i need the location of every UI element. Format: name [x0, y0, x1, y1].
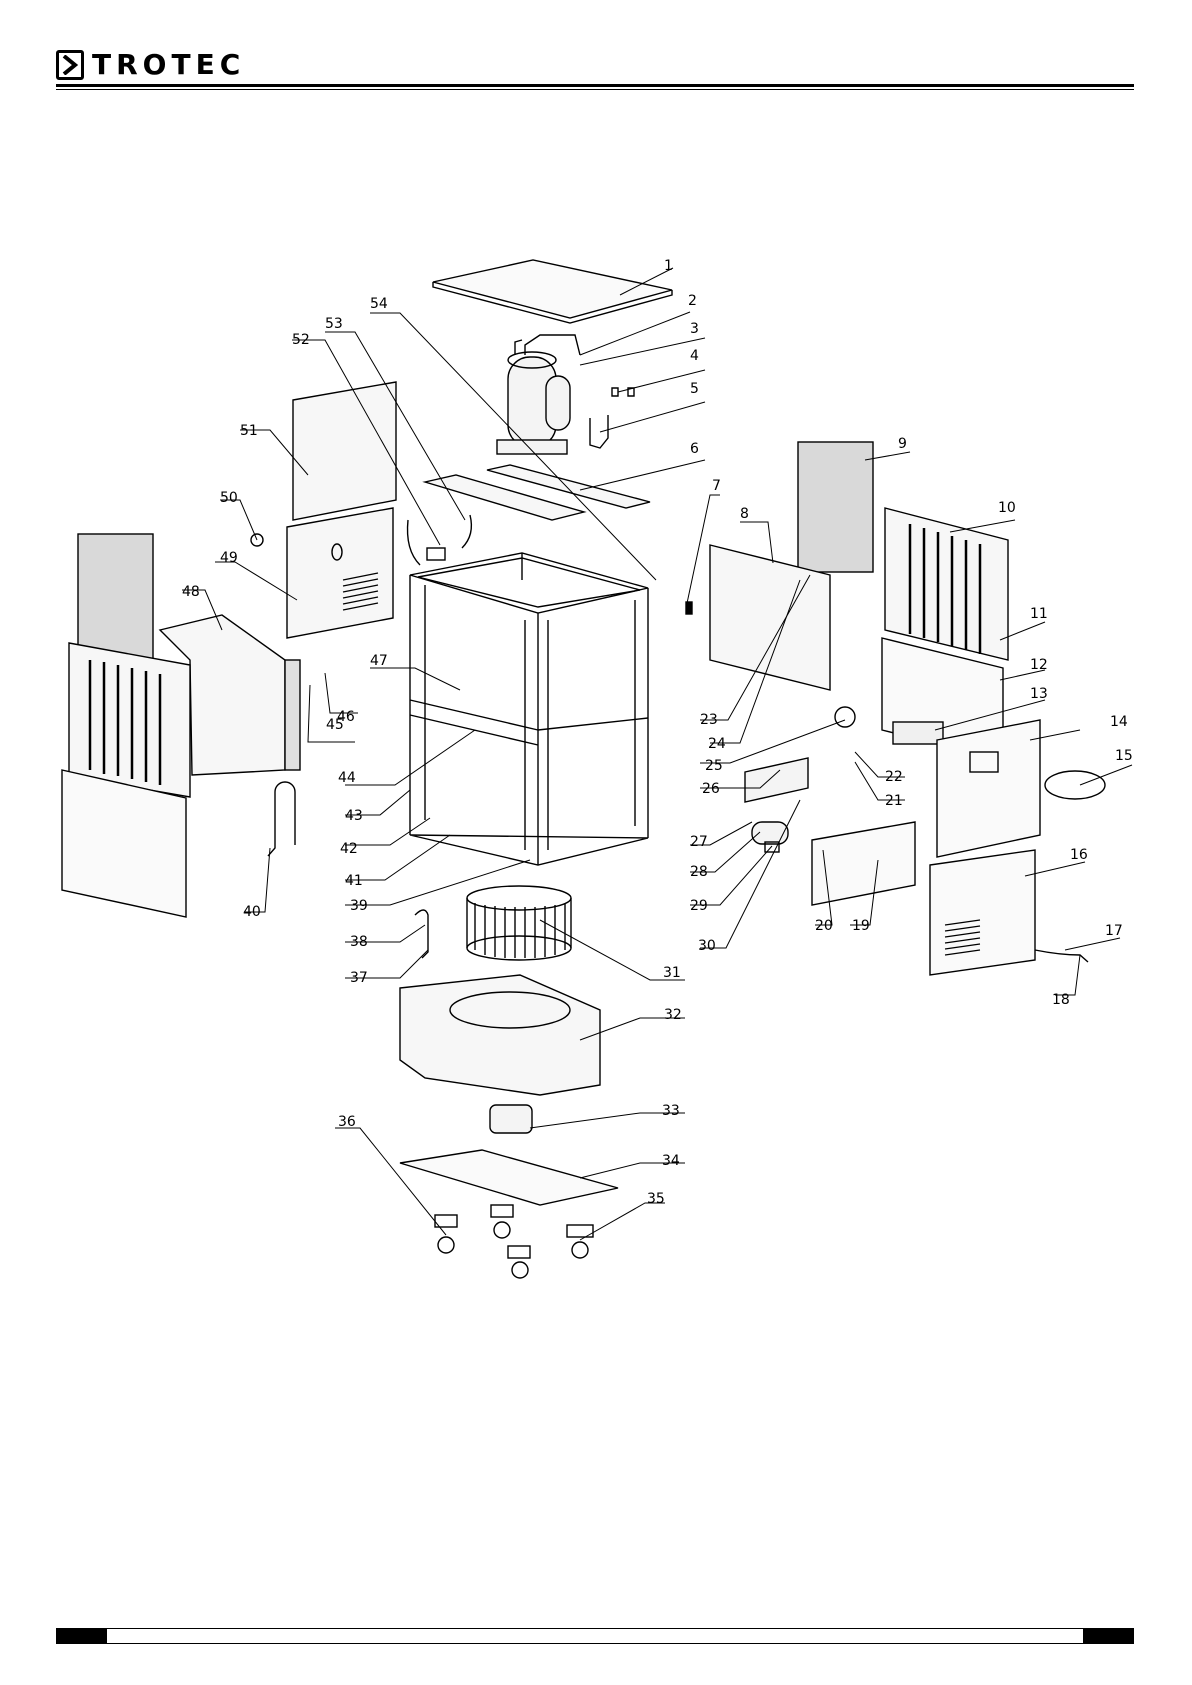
callout-label: 22 — [885, 769, 903, 785]
callout-label: 47 — [370, 653, 388, 669]
part-control-display — [1045, 771, 1105, 799]
callout-label: 32 — [664, 1007, 682, 1023]
footer-block-right — [1083, 1629, 1133, 1643]
callout-label: 25 — [705, 758, 723, 774]
footer-block-left — [57, 1629, 107, 1643]
callout-label: 8 — [740, 506, 749, 522]
callout-label: 49 — [220, 550, 238, 566]
part-grille-panel-right — [885, 508, 1008, 660]
callout-label: 33 — [662, 1103, 680, 1119]
callout-label: 17 — [1105, 923, 1123, 939]
part-drain-hose — [268, 782, 295, 856]
part-motor — [490, 1105, 532, 1133]
part-fan-housing — [400, 975, 600, 1095]
callout-label: 15 — [1115, 748, 1133, 764]
callout-label: 10 — [998, 500, 1016, 516]
part-coil — [835, 707, 855, 727]
callout-label: 54 — [370, 296, 388, 312]
part-casters — [435, 1205, 593, 1278]
callout-label: 34 — [662, 1153, 680, 1169]
callout-label: 51 — [240, 423, 258, 439]
callout-label: 27 — [690, 834, 708, 850]
callout-label: 21 — [885, 793, 903, 809]
part-hose — [408, 520, 421, 565]
part-compressor — [497, 335, 580, 454]
part-control-panel — [937, 720, 1040, 857]
callout-label: 4 — [690, 348, 699, 364]
callout-label: 7 — [712, 478, 721, 494]
callout-label: 14 — [1110, 714, 1128, 730]
part-base-plate — [400, 1150, 618, 1205]
part-drain-pipe — [415, 910, 428, 958]
callout-label: 16 — [1070, 847, 1088, 863]
page-footer — [56, 1628, 1134, 1644]
callout-label: 3 — [690, 321, 699, 337]
part-filter-mesh-left — [78, 534, 153, 659]
callout-label: 53 — [325, 316, 343, 332]
part-frame — [410, 553, 648, 865]
part-board — [812, 822, 915, 905]
part-side-panel-upper — [293, 382, 396, 520]
callout-label: 40 — [243, 904, 261, 920]
callout-label: 36 — [338, 1114, 356, 1130]
callout-label: 20 — [815, 918, 833, 934]
callout-label: 5 — [690, 381, 699, 397]
callout-label: 43 — [345, 808, 363, 824]
callout-label: 13 — [1030, 686, 1048, 702]
part-pcb — [745, 758, 808, 802]
part-fan-wheel — [467, 886, 571, 960]
callout-label: 9 — [898, 436, 907, 452]
callout-label: 52 — [292, 332, 310, 348]
callout-label: 46 — [337, 709, 355, 725]
callout-label: 39 — [350, 898, 368, 914]
callout-label: 18 — [1052, 992, 1070, 1008]
callout-label: 37 — [350, 970, 368, 986]
part-pipe — [590, 415, 608, 448]
callout-label: 41 — [345, 873, 363, 889]
callout-label: 23 — [700, 712, 718, 728]
callout-label: 29 — [690, 898, 708, 914]
callout-label: 26 — [702, 781, 720, 797]
part-filter-mesh-right — [798, 442, 873, 572]
callout-label: 44 — [338, 770, 356, 786]
callout-label: 38 — [350, 934, 368, 950]
part-back-panel — [930, 850, 1035, 975]
callout-label: 1 — [664, 258, 673, 274]
callout-label: 50 — [220, 490, 238, 506]
callout-label: 11 — [1030, 606, 1048, 622]
callout-label: 48 — [182, 584, 200, 600]
callout-label: 12 — [1030, 657, 1048, 673]
part-capacitor — [752, 822, 788, 844]
part-display-module — [893, 722, 943, 744]
callout-label: 24 — [708, 736, 726, 752]
callout-label: 6 — [690, 441, 699, 457]
callout-label: 35 — [647, 1191, 665, 1207]
callout-label: 31 — [663, 965, 681, 981]
callout-label: 30 — [698, 938, 716, 954]
callout-label: 28 — [690, 864, 708, 880]
part-front-panel-left — [69, 643, 190, 797]
part-top-cover — [433, 260, 672, 318]
callout-label: 2 — [688, 293, 697, 309]
callout-label: 19 — [852, 918, 870, 934]
callout-label: 42 — [340, 841, 358, 857]
